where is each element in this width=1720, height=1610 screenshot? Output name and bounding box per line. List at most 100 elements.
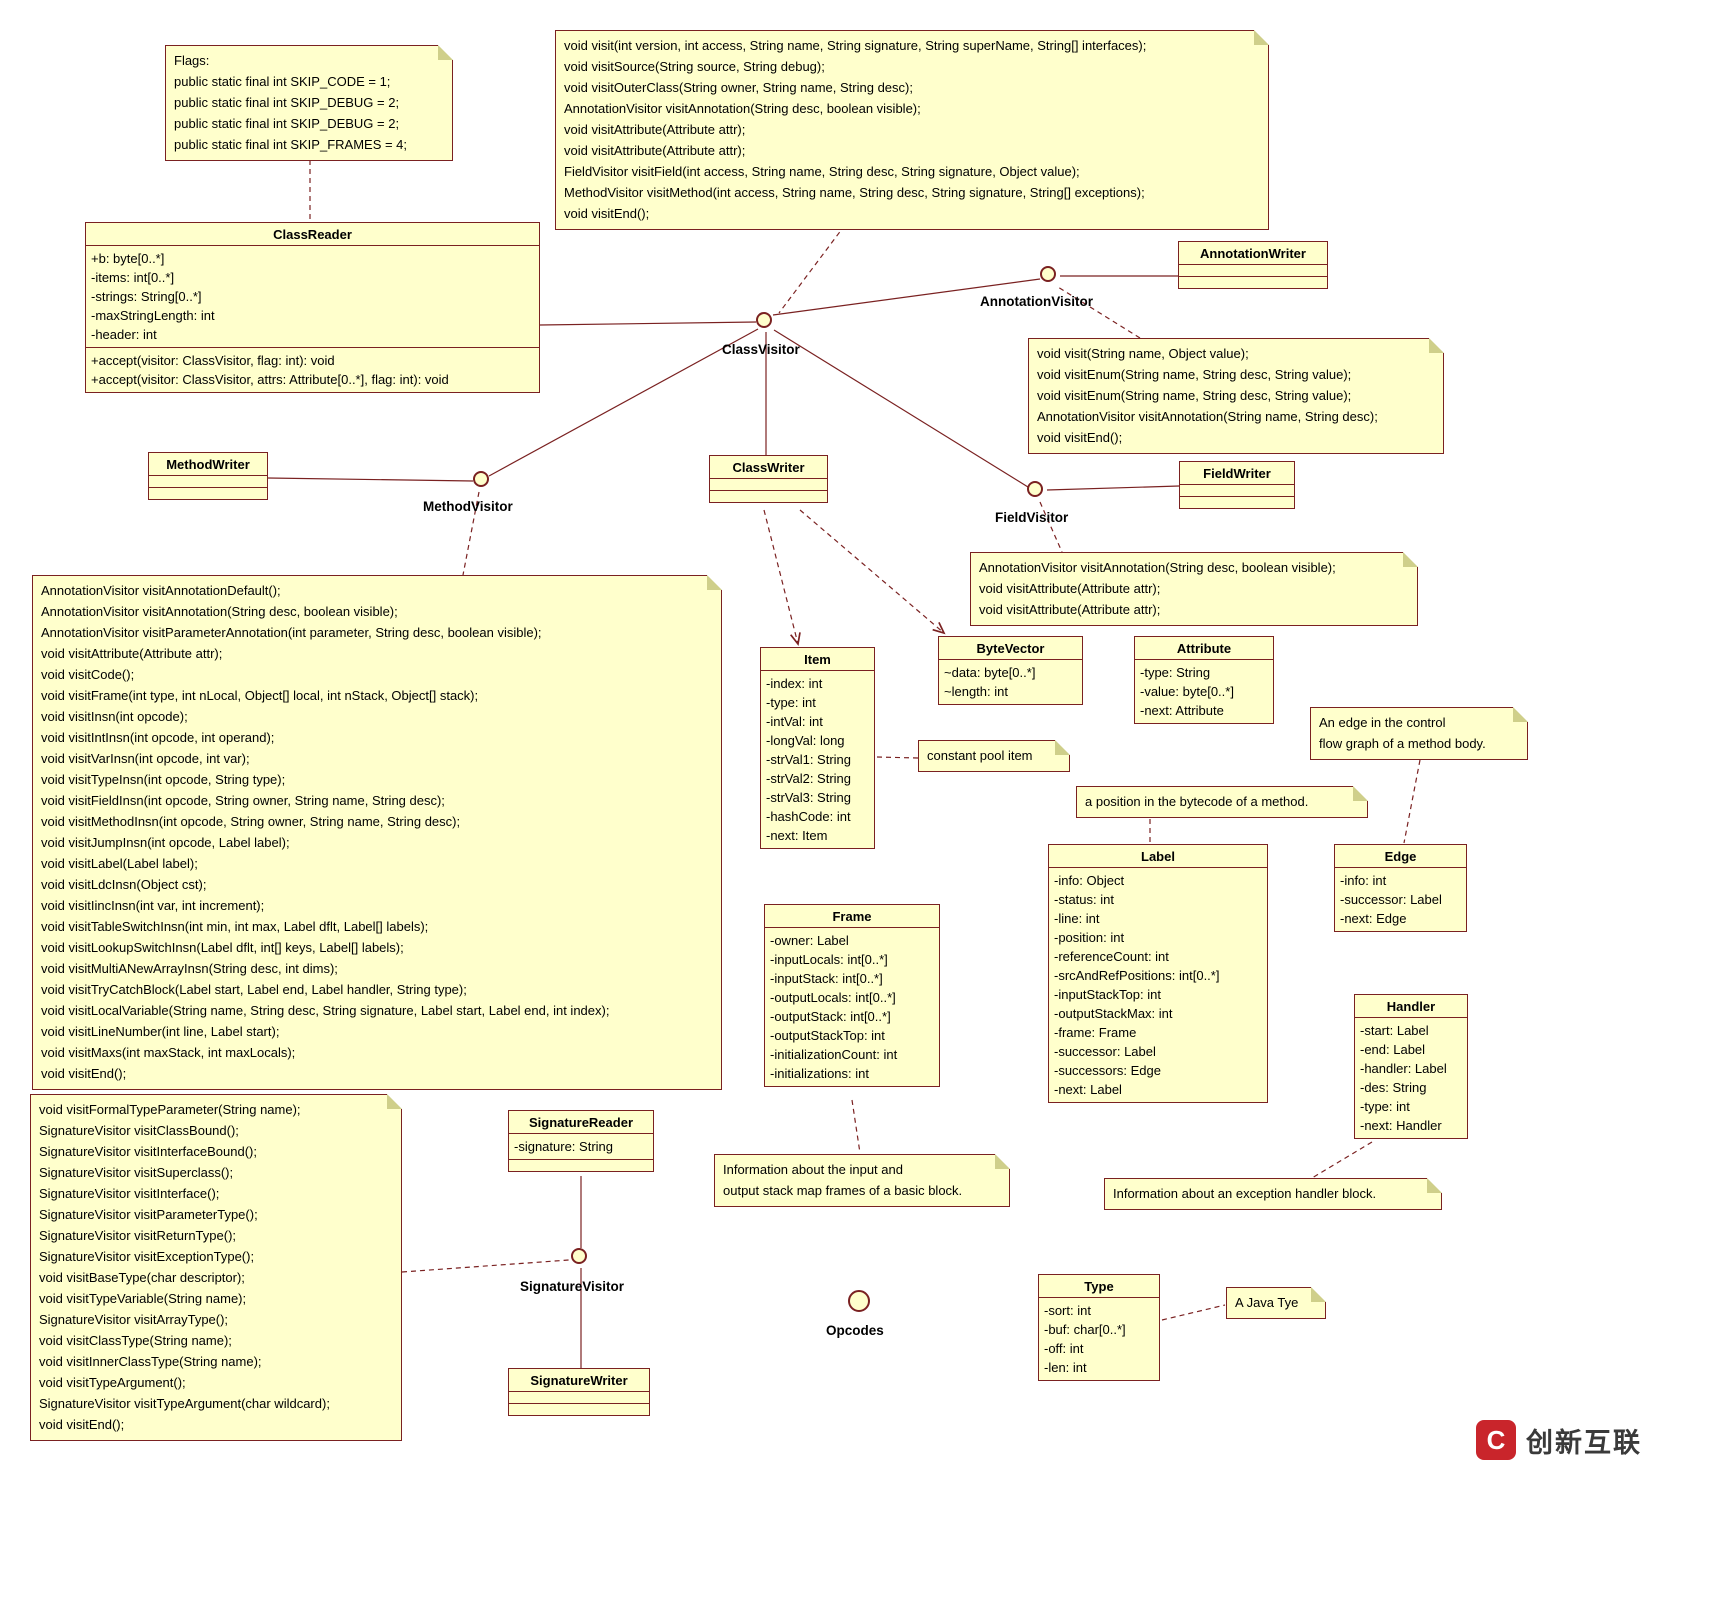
attribute-line: -buf: char[0..*] — [1044, 1322, 1126, 1337]
watermark[interactable]: C 创新互联 — [1476, 1420, 1642, 1460]
class-title: Edge — [1384, 849, 1417, 864]
attribute-line: -owner: Label — [770, 933, 849, 948]
interface-label-fieldvisitor: FieldVisitor — [995, 510, 1069, 525]
note-line: void visit(String name, Object value); — [1037, 346, 1249, 361]
note-line: a position in the bytecode of a method. — [1085, 794, 1309, 809]
class-title: ClassWriter — [732, 460, 805, 475]
note-lines: constant pool item — [927, 745, 1051, 766]
class-title: Handler — [1386, 999, 1436, 1014]
class-title: Item — [804, 652, 831, 667]
note-label-desc[interactable]: a position in the bytecode of a method. — [1076, 786, 1368, 818]
class-fieldwriter[interactable]: FieldWriter — [1179, 461, 1295, 509]
attribute-line: -signature: String — [514, 1139, 613, 1154]
interface-label-classvisitor: ClassVisitor — [722, 342, 800, 357]
class-classreader[interactable]: ClassReader +b: byte[0..*]-items: int[0.… — [85, 222, 540, 393]
note-line: void visitOuterClass(String owner, Strin… — [564, 80, 913, 95]
note-line: A Java Tye — [1235, 1295, 1299, 1310]
class-annotationwriter[interactable]: AnnotationWriter — [1178, 241, 1328, 289]
note-type-desc[interactable]: A Java Tye — [1226, 1287, 1326, 1319]
note-line: constant pool item — [927, 748, 1033, 763]
class-attributes: -sort: int-buf: char[0..*]-off: int-len:… — [1039, 1297, 1159, 1380]
attribute-line: -next: Edge — [1340, 911, 1407, 926]
note-line: SignatureVisitor visitTypeArgument(char … — [39, 1396, 330, 1411]
interface-ball-methodvisitor-icon[interactable] — [473, 471, 489, 487]
attribute-line: -referenceCount: int — [1054, 949, 1169, 964]
class-attribute[interactable]: Attribute -type: String-value: byte[0..*… — [1134, 636, 1274, 724]
watermark-brand: 创新互联 — [1526, 1427, 1642, 1458]
note-line: void visitEnd(); — [564, 206, 650, 221]
attribute-line: -maxStringLength: int — [91, 308, 215, 323]
attribute-line: -successor: Label — [1340, 892, 1442, 907]
watermark-logo-icon: C — [1476, 1420, 1516, 1460]
class-classwriter[interactable]: ClassWriter — [709, 455, 828, 503]
class-title: MethodWriter — [166, 457, 250, 472]
attribute-line: -outputStack: int[0..*] — [770, 1009, 891, 1024]
class-attributes: -owner: Label-inputLocals: int[0..*]-inp… — [765, 927, 939, 1086]
note-line: void visitVarInsn(int opcode, int var); — [41, 751, 250, 766]
interface-ball-fieldvisitor-icon[interactable] — [1027, 481, 1043, 497]
note-line: void visitEnum(String name, String desc,… — [1037, 367, 1352, 382]
class-title: AnnotationWriter — [1200, 246, 1306, 261]
note-lines: Information about an exception handler b… — [1113, 1183, 1423, 1204]
note-line: AnnotationVisitor visitAnnotation(String… — [1037, 409, 1378, 424]
class-title: Frame — [832, 909, 872, 924]
note-line: void visitFieldInsn(int opcode, String o… — [41, 793, 445, 808]
class-item[interactable]: Item -index: int-type: int-intVal: int-l… — [760, 647, 875, 849]
note-annotationvisitor-methods[interactable]: void visit(String name, Object value); vo… — [1028, 338, 1444, 454]
note-flags[interactable]: Flags:public static final int SKIP_CODE … — [165, 45, 453, 161]
note-line: void visitMultiANewArrayInsn(String desc… — [41, 961, 338, 976]
class-signaturereader[interactable]: SignatureReader -signature: String — [508, 1110, 654, 1172]
note-line: void visitFrame(int type, int nLocal, Ob… — [41, 688, 479, 703]
note-line: void visitLocalVariable(String name, Str… — [41, 1003, 610, 1018]
note-handler-desc[interactable]: Information about an exception handler b… — [1104, 1178, 1442, 1210]
interface-ball-signaturevisitor-icon[interactable] — [571, 1248, 587, 1264]
note-methodvisitor-methods[interactable]: AnnotationVisitor visitAnnotationDefault… — [32, 575, 722, 1090]
note-line: void visitLineNumber(int line, Label sta… — [41, 1024, 280, 1039]
class-methods — [1179, 276, 1327, 288]
class-signaturewriter[interactable]: SignatureWriter — [508, 1368, 650, 1416]
class-type[interactable]: Type -sort: int-buf: char[0..*]-off: int… — [1038, 1274, 1160, 1381]
note-line: Information about the input and — [723, 1162, 903, 1177]
class-edge[interactable]: Edge -info: int-successor: Label-next: E… — [1334, 844, 1467, 932]
attribute-line: -next: Label — [1054, 1082, 1122, 1097]
attribute-line: -strings: String[0..*] — [91, 289, 202, 304]
note-line: void visitAttribute(Attribute attr); — [979, 581, 1161, 596]
note-fieldvisitor-methods[interactable]: AnnotationVisitor visitAnnotation(String… — [970, 552, 1418, 626]
note-line: void visitAttribute(Attribute attr); — [564, 122, 746, 137]
interface-ball-classvisitor-icon[interactable] — [756, 312, 772, 328]
note-constant-pool-item[interactable]: constant pool item — [918, 740, 1070, 772]
attribute-line: -outputStackTop: int — [770, 1028, 885, 1043]
note-line: SignatureVisitor visitSuperclass(); — [39, 1165, 234, 1180]
class-bytevector[interactable]: ByteVector ~data: byte[0..*]~length: int — [938, 636, 1083, 705]
note-classvisitor-methods[interactable]: void visit(int version, int access, Stri… — [555, 30, 1269, 230]
attribute-line: -inputStackTop: int — [1054, 987, 1161, 1002]
attribute-line: -hashCode: int — [766, 809, 851, 824]
note-line: void visitEnum(String name, String desc,… — [1037, 388, 1352, 403]
interface-ball-opcodes-icon[interactable] — [848, 1290, 870, 1312]
attribute-line: -value: byte[0..*] — [1140, 684, 1234, 699]
class-methodwriter[interactable]: MethodWriter — [148, 452, 268, 500]
attribute-line: -type: int — [1360, 1099, 1410, 1114]
class-frame[interactable]: Frame -owner: Label-inputLocals: int[0..… — [764, 904, 940, 1087]
note-lines: A Java Tye — [1235, 1292, 1307, 1313]
note-line: AnnotationVisitor visitAnnotation(String… — [41, 604, 398, 619]
note-line: public static final int SKIP_DEBUG = 2; — [174, 116, 400, 131]
attribute-line: -successors: Edge — [1054, 1063, 1161, 1078]
attribute-line: -initializationCount: int — [770, 1047, 898, 1062]
attribute-line: -handler: Label — [1360, 1061, 1447, 1076]
class-attributes: ~data: byte[0..*]~length: int — [939, 659, 1082, 704]
note-line: Information about an exception handler b… — [1113, 1186, 1377, 1201]
attribute-line: -next: Handler — [1360, 1118, 1442, 1133]
class-attributes — [509, 1391, 649, 1403]
interface-ball-annotationvisitor-icon[interactable] — [1040, 266, 1056, 282]
note-line: void visitBaseType(char descriptor); — [39, 1270, 245, 1285]
class-label[interactable]: Label -info: Object-status: int-line: in… — [1048, 844, 1268, 1103]
interface-label-methodvisitor: MethodVisitor — [423, 499, 513, 514]
note-signaturevisitor-methods[interactable]: void visitFormalTypeParameter(String nam… — [30, 1094, 402, 1441]
class-attributes — [1179, 264, 1327, 276]
note-line: SignatureVisitor visitInterface(); — [39, 1186, 220, 1201]
class-handler[interactable]: Handler -start: Label-end: Label-handler… — [1354, 994, 1468, 1139]
